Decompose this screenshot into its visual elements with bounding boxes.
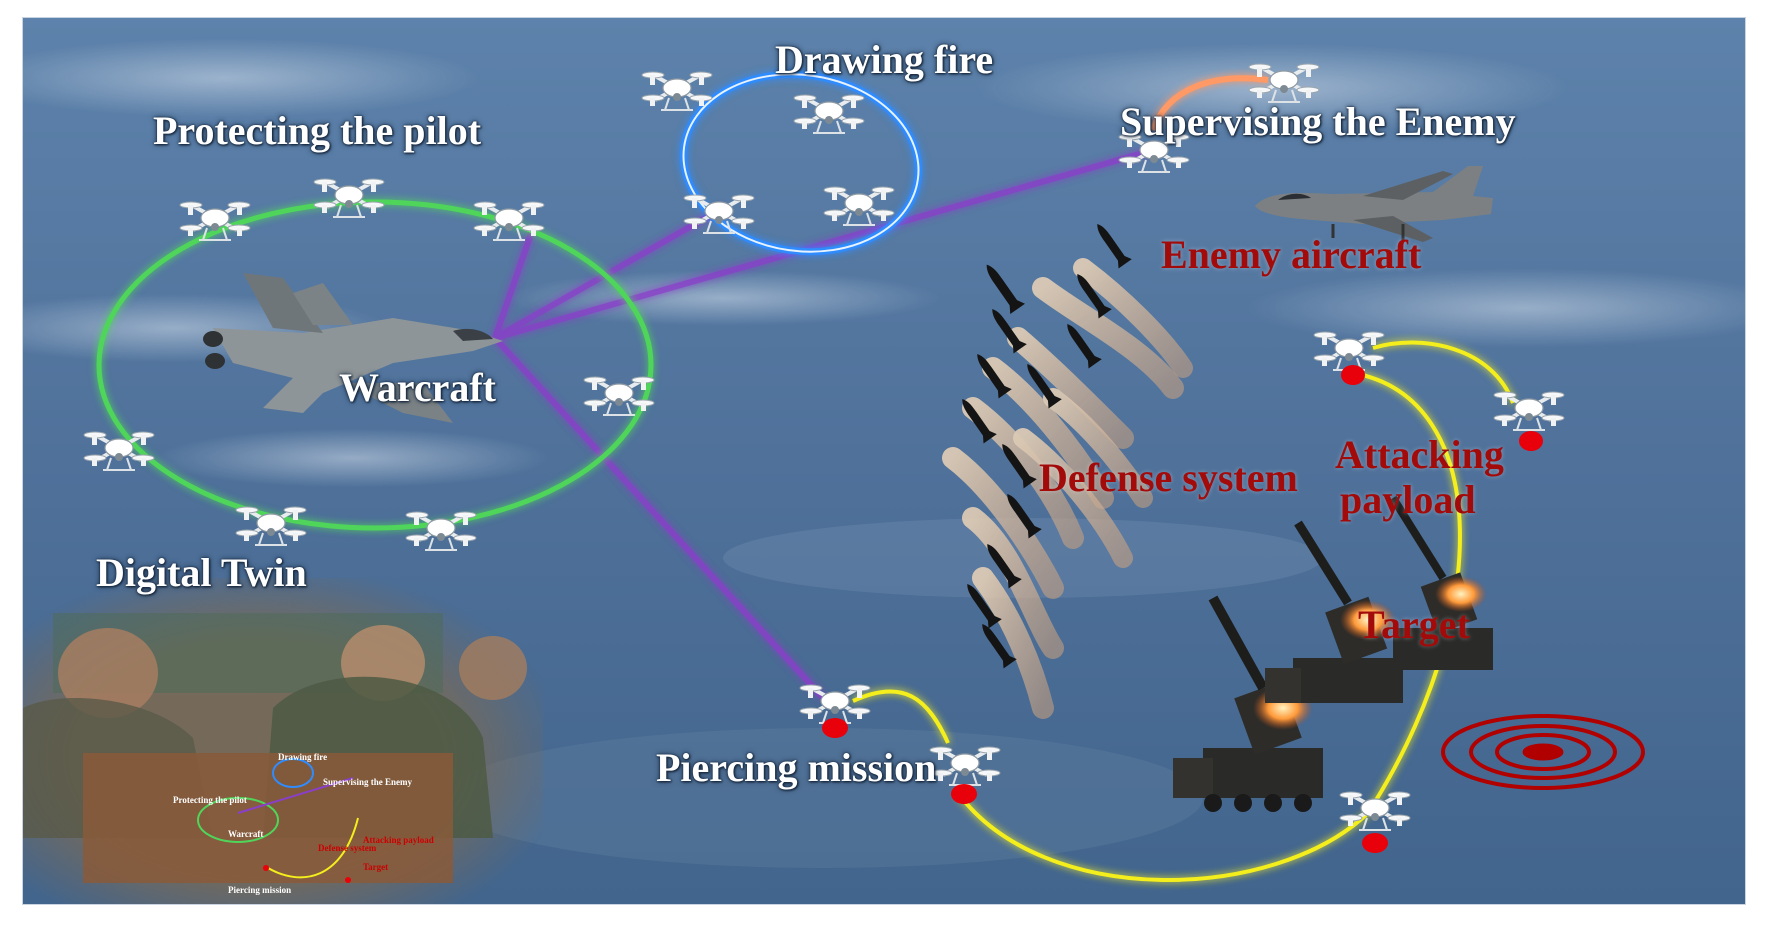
twin-warcraft-label: Warcraft [228, 829, 264, 839]
defense-system-label: Defense system [1039, 455, 1298, 500]
supervise-link [1150, 75, 1269, 132]
diagram-frame: Protecting the pilot Drawing fire Superv… [22, 17, 1746, 905]
enemy-jet-icon [1255, 166, 1493, 242]
rocket-launcher-truck-icon [1173, 495, 1493, 812]
supervising-enemy-label: Supervising the Enemy [1120, 99, 1516, 144]
missile-barrage [942, 219, 1193, 719]
command-links [492, 148, 1151, 701]
bullseye-target-icon [1441, 714, 1645, 790]
twin-defense-label: Defense system [318, 843, 377, 853]
digital-twin-photo [23, 578, 543, 904]
attacking-payload-label-line1: Attacking [1335, 432, 1504, 477]
payload-markers [822, 365, 1543, 853]
twin-supervising-label: Supervising the Enemy [323, 777, 413, 787]
twin-drawing-label: Drawing fire [278, 752, 328, 762]
drawing-fire-label: Drawing fire [775, 37, 994, 82]
protecting-pilot-label: Protecting the pilot [153, 108, 482, 153]
twin-piercing-label: Piercing mission [228, 885, 292, 895]
scene-canvas [23, 18, 1745, 904]
piercing-mission-label: Piercing mission [656, 745, 937, 790]
warcraft-jet-icon [203, 273, 503, 423]
attacking-payload-label-line2: payload [1340, 477, 1476, 522]
enemy-aircraft-label: Enemy aircraft [1161, 232, 1422, 277]
digital-twin-label: Digital Twin [96, 550, 307, 595]
twin-attacking-label: Attacking payload [363, 835, 434, 845]
twin-protecting-label: Protecting the pilot [173, 795, 247, 805]
warcraft-label: Warcraft [339, 365, 496, 410]
target-label: Target [1358, 602, 1470, 647]
twin-target-label: Target [363, 862, 389, 872]
mission-path [852, 340, 1515, 882]
